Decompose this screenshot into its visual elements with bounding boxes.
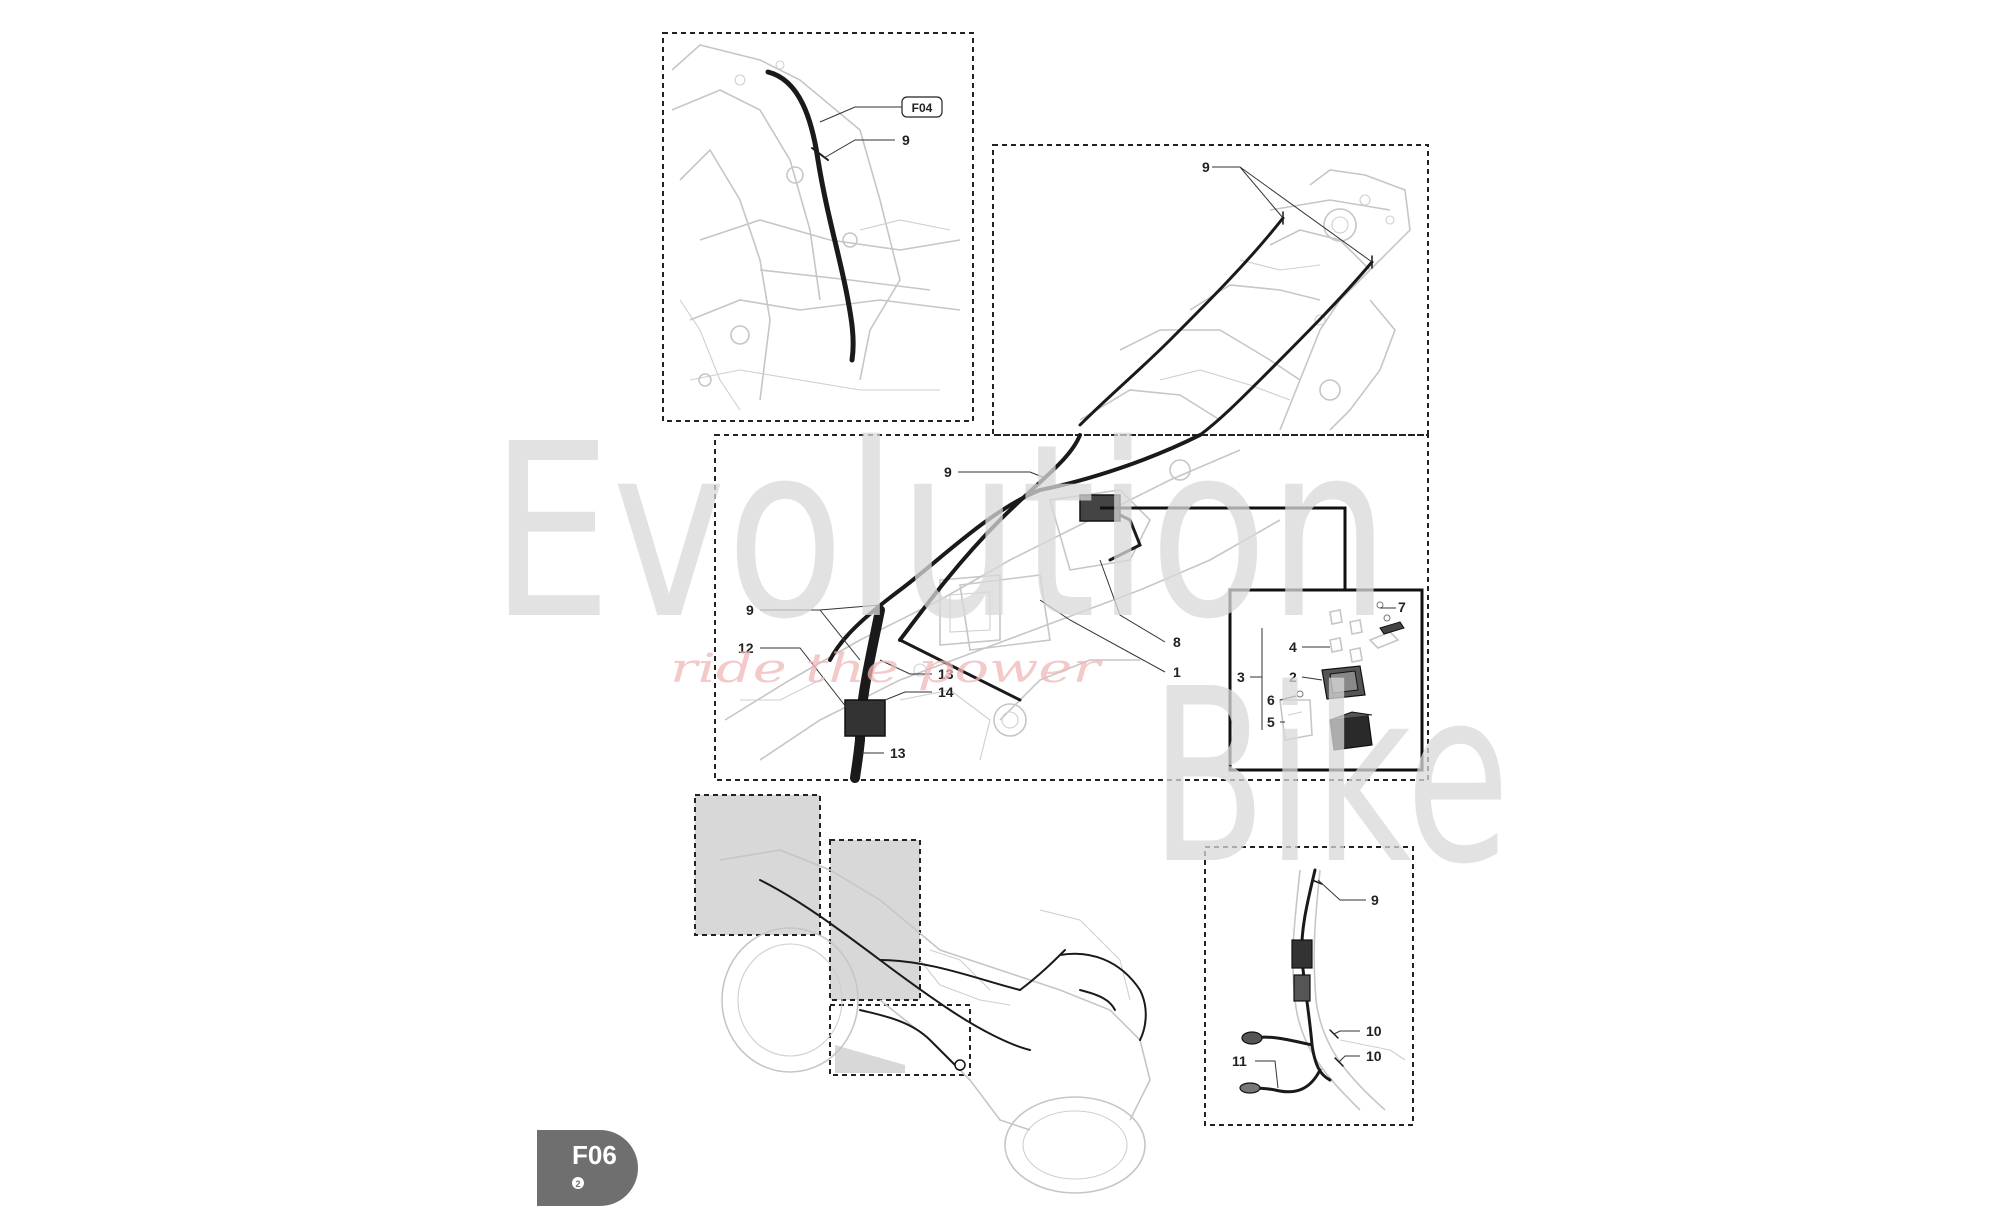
center-harness [828, 433, 1202, 783]
callout-9-rear-top: 9 [1202, 159, 1210, 175]
callout-11-leader [1255, 1060, 1279, 1089]
locator-bike-outline [719, 849, 1151, 1194]
callout-10-upper: 10 [1366, 1023, 1382, 1039]
cable-detail-inset-border [1204, 846, 1414, 1126]
callout-12-leader [760, 647, 851, 713]
page-code-tab: F06 2 [537, 1130, 638, 1206]
callout-9-rear-left: 9 [746, 602, 754, 618]
callout-1-leader [1039, 599, 1166, 673]
callout-11: 11 [1232, 1053, 1247, 1069]
locator-rear-highlight [694, 794, 821, 936]
callout-13-lower: 13 [890, 745, 906, 761]
fuse-holder [844, 699, 886, 737]
callout-9-front-inset: 9 [902, 132, 910, 148]
lead-plug [1239, 1082, 1261, 1094]
callout-8: 8 [1173, 634, 1181, 650]
rear-frame-harness [1078, 211, 1374, 437]
f04-reference-label: F04 [912, 101, 933, 115]
inline-connector [1291, 939, 1313, 969]
page-code-label: F06 [572, 1140, 617, 1170]
callout-10-upper-leader [1333, 1030, 1360, 1035]
center-harness-panel-border [714, 434, 1429, 781]
inline-plug [1293, 974, 1311, 1002]
locator-center-highlight [829, 839, 921, 1001]
front-frame-drawing [671, 44, 961, 411]
locator-connector [954, 1059, 966, 1071]
rear-frame-panel-border [992, 144, 1429, 436]
watermark-line-2: Bike [1150, 637, 1510, 917]
rear-frame-panel: 9 [992, 144, 1429, 437]
callout-8-leader [1099, 559, 1166, 643]
callout-3: 3 [1237, 669, 1245, 685]
detail-connector-line [1100, 506, 1347, 598]
callout-9-rear-mid: 9 [944, 464, 952, 480]
callout-14-leader [884, 691, 932, 701]
cable-detail-harness [1239, 868, 1344, 1094]
callout-13-upper: 13 [938, 666, 954, 682]
cable-detail-inset: 9 10 10 11 [1204, 846, 1414, 1126]
callout-6: 6 [1267, 692, 1275, 708]
locator-harness [759, 879, 1147, 1071]
front-frame-inset: F04 9 [662, 32, 974, 422]
callout-4: 4 [1289, 639, 1297, 655]
front-inset-harness [765, 69, 856, 363]
locator-view [694, 794, 1151, 1194]
callout-7: 7 [1398, 599, 1406, 615]
relay-kit-parts [1279, 601, 1405, 751]
callout-2: 2 [1289, 669, 1297, 685]
watermark-slogan: ride the power [670, 646, 1104, 692]
page-code-tab-shape [537, 1130, 638, 1206]
callout-12: 12 [738, 640, 754, 656]
callout-10-lower: 10 [1366, 1048, 1382, 1064]
rear-frame-drawing [1079, 169, 1411, 431]
callout-9-lower-inset: 9 [1371, 892, 1379, 908]
front-inset-harness-clip [811, 147, 829, 161]
locator-front-shade [835, 1045, 905, 1073]
callout-10-lower-leader [1338, 1055, 1360, 1063]
callout-2-leader [1301, 676, 1323, 681]
page-badge-circle [572, 1177, 584, 1189]
front-frame-inset-border [662, 32, 974, 422]
page-badge-label: 2 [575, 1179, 580, 1189]
callout-13-upper-leader [879, 659, 932, 675]
callout-1: 1 [1173, 664, 1181, 680]
relay-kit-detail: 7 4 3 2 6 5 [1228, 588, 1424, 772]
callout-9-rear-mid-leader [958, 471, 1046, 479]
callout-9-front-inset-leader [823, 139, 895, 159]
callout-9-rear-left-leader [760, 604, 881, 661]
watermark: Evolution Bike ride the power [490, 392, 1510, 917]
f04-reference-tag: F04 [901, 96, 943, 118]
callout-9-lower-inset-leader [1317, 879, 1366, 901]
battery-outline [959, 574, 1051, 651]
f04-leader [819, 106, 902, 123]
callout-6-leader [1279, 695, 1297, 701]
watermark-line-1: Evolution [490, 392, 1390, 672]
callout-5: 5 [1267, 714, 1275, 730]
socket-plug [1241, 1031, 1263, 1045]
callout-9-rear-top-leader [1212, 166, 1373, 263]
callout-14: 14 [938, 684, 954, 700]
center-harness-panel: 9 9 12 13 14 13 8 1 [714, 433, 1429, 783]
